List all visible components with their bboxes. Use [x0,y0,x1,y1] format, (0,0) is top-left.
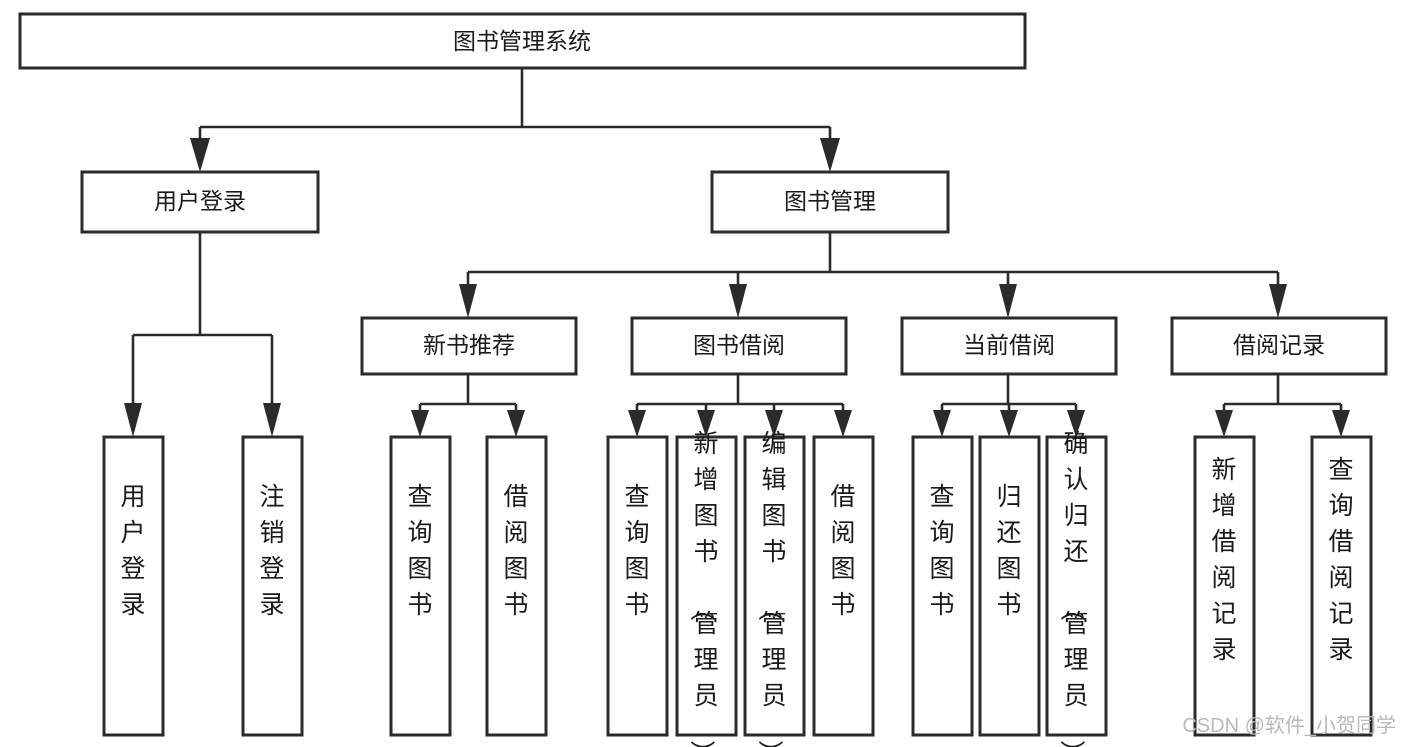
leaf-borrow-edit-book-box[interactable] [743,435,806,737]
leaf-current-confirm-return-box[interactable] [1045,435,1108,737]
arrow-to-leaf-add-record [1215,410,1233,437]
arrow-to-leaf-query-book-3 [933,410,951,437]
node-book-borrow-label: 图书借阅 [693,332,785,358]
leaf-current-return-book-label: 归还图书 [996,483,1021,619]
arrow-to-book-borrow [729,284,747,318]
leaf-recommend-borrow-book-label: 借阅图书 [503,483,528,619]
watermark: CSDN @软件_小贺同学 [1182,714,1396,737]
arrow-to-leaf-add-book [697,410,715,437]
leaf-record-add-box[interactable] [1193,435,1256,737]
arrow-to-leaf-user-login [124,403,142,437]
node-book-manage-box[interactable] [710,170,950,234]
arrow-to-leaf-query-book-1 [411,410,429,437]
leaf-current-confirm-return[interactable]: 确认归还（管理员） [1045,430,1108,747]
leaf-logout-box[interactable] [241,435,304,737]
node-user-login[interactable]: 用户登录 [80,170,320,234]
leaf-borrow-add-book-box[interactable] [675,435,738,737]
node-borrow-record-label: 借阅记录 [1233,332,1325,358]
leaf-borrow-borrow-book[interactable]: 借阅图书 [812,435,875,737]
node-current-borrow-label: 当前借阅 [963,332,1055,358]
leaf-record-query-box[interactable] [1310,435,1373,737]
leaf-user-login[interactable]: 用户登录 [102,435,165,737]
node-book-borrow-box[interactable] [630,316,848,376]
node-new-book-recommend[interactable]: 新书推荐 [360,316,578,376]
connector-layer [124,68,1350,437]
leaf-borrow-borrow-book-label: 借阅图书 [830,483,855,619]
node-current-borrow-box[interactable] [900,316,1118,376]
leaf-recommend-borrow-book-box[interactable] [485,435,548,737]
leaf-logout-label: 注销登录 [259,483,284,619]
node-borrow-record[interactable]: 借阅记录 [1170,316,1388,376]
leaf-borrow-query-book-box[interactable] [606,435,669,737]
arrow-to-leaf-confirm-return [1067,410,1085,437]
node-root-box[interactable] [18,12,1027,70]
node-root-label: 图书管理系统 [453,28,591,54]
arrow-to-leaf-borrow-book-2 [834,410,852,437]
leaf-current-query-book[interactable]: 查询图书 [911,435,974,737]
leaf-user-login-label: 用户登录 [120,483,145,619]
leaf-user-login-box[interactable] [102,435,165,737]
leaf-current-return-book[interactable]: 归还图书 [978,435,1041,737]
leaf-borrow-edit-book-label: 编辑图书（管理员） [755,430,786,747]
leaf-recommend-query-book-label: 查询图书 [407,483,432,619]
leaf-borrow-query-book-label: 查询图书 [624,483,649,619]
leaf-borrow-edit-book[interactable]: 编辑图书（管理员） [743,430,806,747]
leaf-current-confirm-return-label: 确认归还（管理员） [1057,430,1088,747]
node-borrow-record-box[interactable] [1170,316,1388,376]
node-user-login-label: 用户登录 [154,188,246,214]
arrow-to-leaf-query-record [1332,410,1350,437]
arrow-to-user-login [190,138,210,172]
arrow-to-book-manage [820,138,840,172]
leaf-borrow-borrow-book-box[interactable] [812,435,875,737]
leaf-recommend-borrow-book[interactable]: 借阅图书 [485,435,548,737]
node-book-borrow[interactable]: 图书借阅 [630,316,848,376]
leaf-logout[interactable]: 注销登录 [241,435,304,737]
leaf-record-query[interactable]: 查询借阅记录 [1310,435,1373,737]
leaf-current-query-book-box[interactable] [911,435,974,737]
node-new-book-recommend-label: 新书推荐 [423,332,515,358]
arrow-to-leaf-logout [263,403,281,437]
leaf-recommend-query-book[interactable]: 查询图书 [389,435,452,737]
leaf-recommend-query-book-box[interactable] [389,435,452,737]
arrow-to-current-borrow [999,284,1017,318]
arrow-to-new-book-recommend [459,284,477,318]
leaf-record-add-label: 新增借阅记录 [1211,456,1236,664]
node-current-borrow[interactable]: 当前借阅 [900,316,1118,376]
node-book-manage-label: 图书管理 [784,188,876,214]
leaf-record-add[interactable]: 新增借阅记录 [1193,435,1256,737]
leaf-record-query-label: 查询借阅记录 [1328,456,1353,664]
arrow-to-leaf-edit-book [765,410,783,437]
arrow-to-leaf-borrow-book-1 [507,410,525,437]
node-book-manage[interactable]: 图书管理 [710,170,950,234]
arrow-to-borrow-record [1269,284,1287,318]
leaf-borrow-query-book[interactable]: 查询图书 [606,435,669,737]
leaf-current-return-book-box[interactable] [978,435,1041,737]
node-root[interactable]: 图书管理系统 [18,12,1027,70]
arrow-to-leaf-query-book-2 [628,410,646,437]
arrow-to-leaf-return-book [1000,410,1018,437]
leaf-borrow-add-book[interactable]: 新增图书（管理员） [675,430,738,747]
node-user-login-box[interactable] [80,170,320,234]
leaf-current-query-book-label: 查询图书 [929,483,954,619]
node-new-book-recommend-box[interactable] [360,316,578,376]
leaf-borrow-add-book-label: 新增图书（管理员） [687,430,718,747]
